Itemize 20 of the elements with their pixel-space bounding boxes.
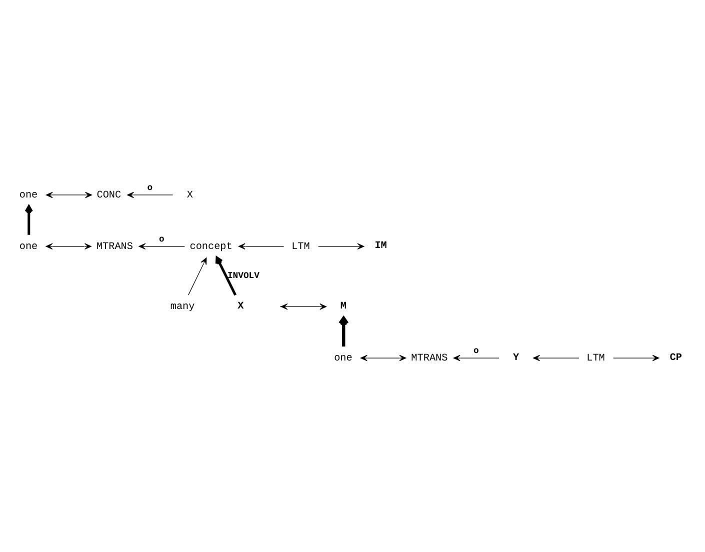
node-text: CONC — [96, 190, 122, 201]
edge-label: o — [474, 346, 479, 356]
node-text: MTRANS — [96, 241, 133, 252]
node-text: one — [19, 241, 38, 252]
node-text: IM — [374, 240, 387, 252]
edge-label: o — [158, 234, 164, 244]
node-text: MTRANS — [411, 352, 448, 364]
node-text: one — [334, 352, 352, 364]
node-text: LTM — [292, 241, 310, 252]
node-text: X — [238, 300, 244, 312]
edge-label: INVOLV — [227, 270, 260, 281]
node-text: Y — [513, 352, 520, 364]
node-text: one — [19, 190, 38, 201]
edge-label: o — [147, 182, 153, 193]
node-text: many — [170, 302, 195, 313]
node-text: concept — [190, 241, 232, 252]
node-text: CP — [670, 352, 682, 364]
node-text: M — [340, 300, 347, 312]
node-text: LTM — [586, 352, 605, 364]
node-text: X — [186, 190, 193, 201]
